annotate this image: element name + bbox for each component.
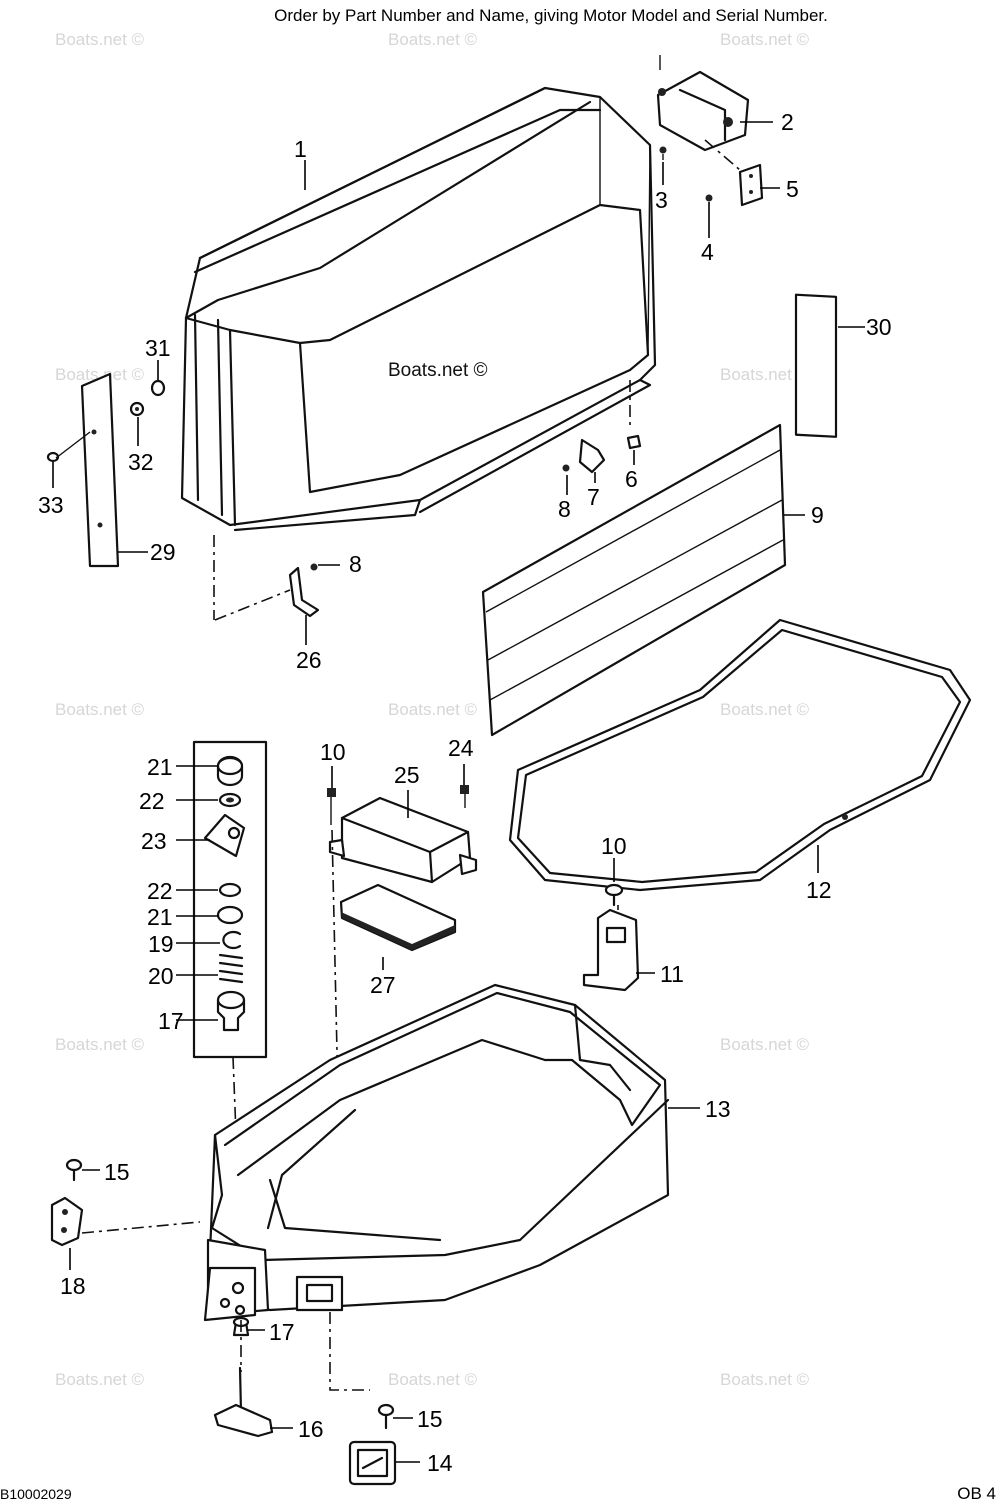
callout-17: 17 (158, 1008, 184, 1034)
callout-27: 27 (370, 972, 396, 998)
callout-5: 5 (786, 176, 799, 202)
watermark: Boats.net © (55, 700, 145, 719)
watermark: Boats.net © (720, 365, 810, 384)
callout-21: 21 (147, 754, 173, 780)
callout-26: 26 (296, 647, 322, 673)
callout-33: 33 (38, 492, 64, 518)
watermark: Boats.net © (388, 1370, 478, 1389)
callout-3: 3 (655, 187, 668, 213)
screw (460, 785, 469, 808)
order-instruction: Order by Part Number and Name, giving Mo… (274, 6, 828, 25)
latch-bracket (656, 55, 750, 152)
callout-2: 2 (781, 109, 794, 135)
callout-20: 20 (148, 963, 174, 989)
hood-seal (508, 618, 972, 892)
callout-13: 13 (705, 1096, 731, 1122)
hinge-plate (50, 1196, 201, 1247)
callout-19: 19 (148, 931, 174, 957)
watermark: Boats.net © (720, 700, 810, 719)
callout-10: 10 (320, 739, 346, 765)
nut (626, 434, 642, 450)
callout-21: 21 (147, 904, 173, 930)
foam-pad (339, 883, 457, 952)
callout-23: 23 (141, 828, 167, 854)
callout-25: 25 (394, 762, 420, 788)
callout-11: 11 (660, 961, 684, 987)
callout-8: 8 (349, 551, 362, 577)
latch-lever (213, 1366, 274, 1438)
screw (705, 194, 713, 202)
leader-lines (52, 121, 865, 1463)
callout-1: 1 (294, 136, 307, 162)
callout-31: 31 (145, 335, 171, 361)
callout-7: 7 (587, 484, 600, 510)
side-panel (481, 423, 787, 737)
trim-strip (80, 372, 120, 568)
callout-12: 12 (806, 877, 832, 903)
center-watermark: Boats.net © (388, 360, 488, 381)
callout-10: 10 (601, 833, 627, 859)
retainer-plate (704, 139, 764, 207)
watermark: Boats.net © (55, 365, 145, 384)
callout-15: 15 (417, 1406, 443, 1432)
grommet (232, 1316, 250, 1372)
screw (65, 1158, 83, 1182)
callout-4: 4 (701, 239, 714, 265)
screw (46, 431, 91, 463)
hood-bracket (213, 535, 320, 621)
callout-32: 32 (128, 449, 154, 475)
watermark: Boats.net © (55, 30, 145, 49)
callout-14: 14 (427, 1450, 453, 1476)
callout-8: 8 (558, 496, 571, 522)
screw (327, 788, 341, 1186)
callout-18: 18 (60, 1273, 86, 1299)
watermark: Boats.net © (55, 1370, 145, 1389)
screw (659, 146, 667, 160)
watermark: Boats.net © (388, 30, 478, 49)
callout-6: 6 (625, 466, 638, 492)
latch-handle (348, 1440, 397, 1486)
callout-16: 16 (298, 1416, 324, 1442)
detail-box (192, 740, 268, 1186)
callout-22: 22 (139, 788, 165, 814)
decal (794, 293, 838, 438)
screw (377, 1403, 395, 1430)
engine-cover (180, 86, 657, 532)
watermark: Boats.net © (720, 1370, 810, 1389)
pin (604, 883, 624, 907)
mount-bracket (582, 905, 640, 992)
callout-9: 9 (811, 502, 824, 528)
screw (562, 464, 570, 472)
control-module (328, 796, 478, 884)
callout-29: 29 (150, 539, 176, 565)
callout-22: 22 (147, 878, 173, 904)
callout-24: 24 (448, 735, 474, 761)
washer (129, 401, 145, 417)
watermark: Boats.net © (720, 30, 810, 49)
latch-hook (578, 438, 606, 474)
callout-17: 17 (269, 1319, 295, 1345)
callout-labels: 1 2 3 4 5 6 7 8 8 9 10 10 11 12 13 14 15… (38, 109, 892, 1476)
diagram-code: B10002029 (0, 1486, 72, 1502)
callout-15: 15 (104, 1159, 130, 1185)
lower-pan (203, 983, 670, 1391)
section-code: OB 4 (957, 1484, 996, 1503)
watermark: Boats.net © (388, 700, 478, 719)
callout-30: 30 (866, 314, 892, 340)
watermark: Boats.net © (720, 1035, 810, 1054)
watermark: Boats.net © (55, 1035, 145, 1054)
nut (150, 379, 166, 397)
